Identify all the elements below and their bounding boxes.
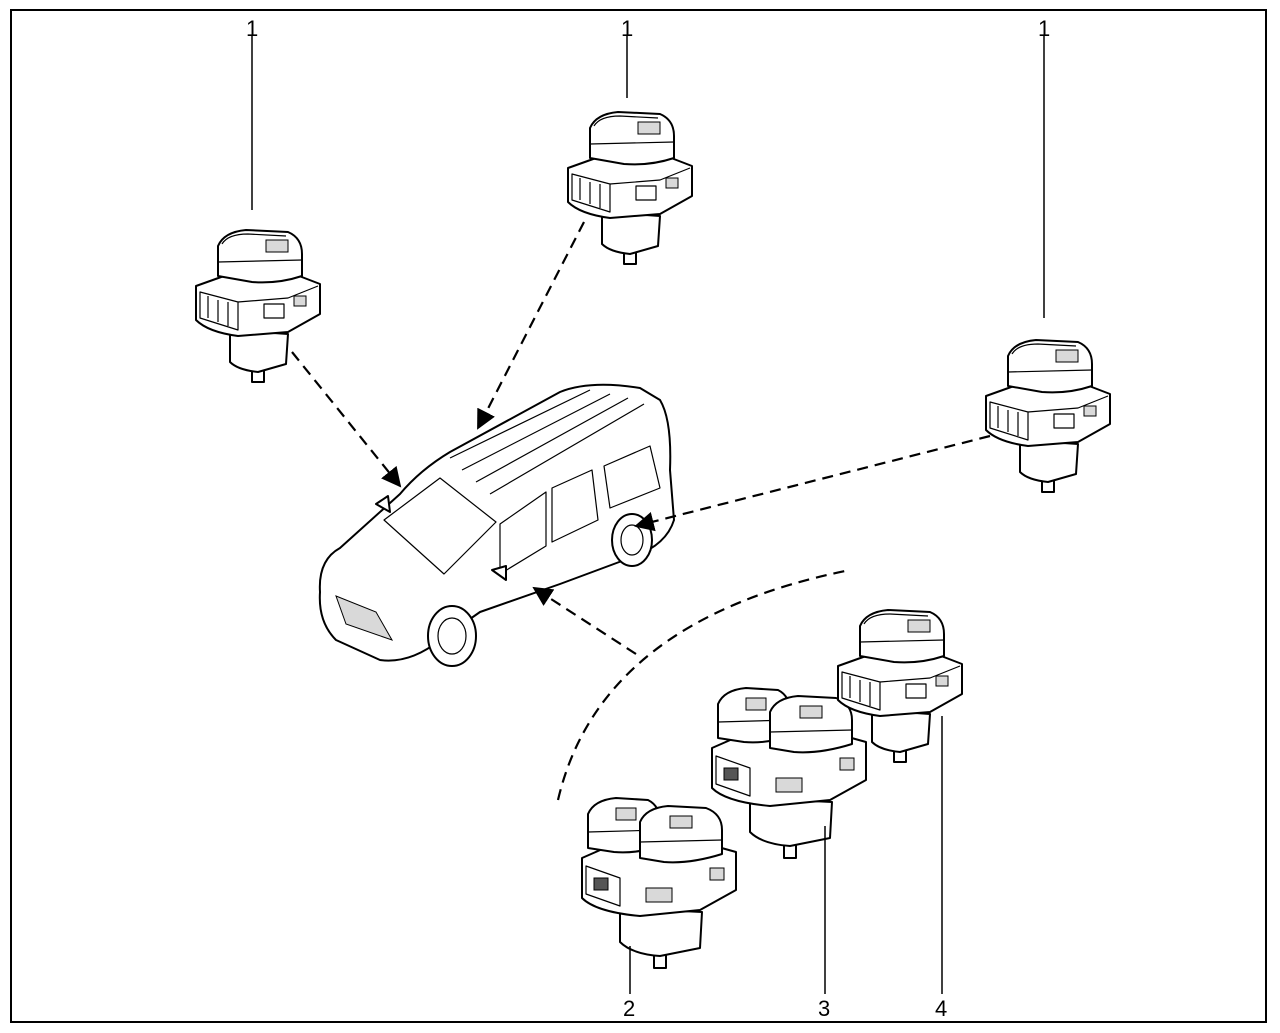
switch-2 — [581, 797, 737, 969]
switch-1-left — [195, 229, 321, 383]
switch-1-right — [985, 339, 1111, 493]
switch-3 — [711, 687, 867, 859]
label-switch-1-left: 1 — [246, 16, 258, 41]
arrow-to-driver-door — [532, 586, 637, 655]
vehicle — [318, 383, 675, 667]
arrow-to-front-right-door — [477, 221, 585, 430]
label-switch-1-top: 1 — [621, 16, 633, 41]
group-arc — [556, 568, 851, 801]
switch-1-top — [567, 111, 693, 265]
diagram-frame — [10, 9, 1267, 1023]
label-switch-2: 2 — [623, 996, 635, 1021]
label-switch-1-right: 1 — [1038, 16, 1050, 41]
label-switch-3: 3 — [818, 996, 830, 1021]
arrow-to-front-left-door — [291, 351, 402, 488]
label-switch-4: 4 — [935, 996, 947, 1021]
arrow-to-rear-door — [634, 434, 991, 532]
